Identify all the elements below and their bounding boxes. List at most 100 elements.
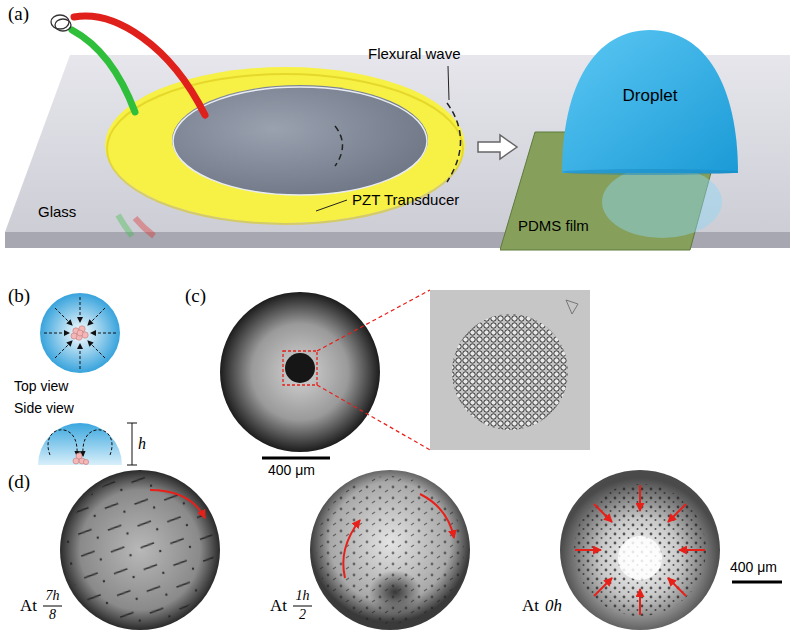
inflow-arrows: [594, 578, 612, 596]
droplet-image: [310, 470, 470, 630]
wire-coil: [51, 15, 69, 29]
wave-arc: [447, 103, 461, 182]
time-label: At: [522, 597, 539, 614]
wire-reflection: [118, 215, 154, 236]
height-bracket: [127, 423, 137, 424]
inflow-lines: [88, 341, 105, 358]
wire-coil: [55, 19, 71, 31]
zoom-inset: [430, 290, 590, 450]
inflow-arrows: [639, 589, 641, 615]
droplet-dome: [562, 30, 738, 173]
dimension-label: h: [138, 436, 146, 452]
part-label: Flexural wave: [368, 46, 461, 61]
particle-cluster: [83, 459, 88, 464]
height-bracket: [132, 423, 133, 465]
flow-arrow: [343, 520, 360, 578]
node-label: PDMS film: [518, 218, 589, 233]
disc-highlight: [173, 87, 427, 195]
particles: [570, 480, 710, 620]
inflow-arrows: [594, 504, 612, 522]
droplet-reflection: [602, 166, 722, 238]
fraction-denominator: 8: [49, 608, 56, 622]
wave-arc: [335, 126, 343, 166]
view-label: Top view: [14, 379, 68, 393]
height-bracket: [127, 423, 137, 465]
particle-cluster: [76, 453, 82, 459]
inflow-arrows: [679, 549, 705, 551]
node-label: Droplet: [623, 87, 678, 104]
vortex-loops: [48, 430, 77, 456]
particle-cluster: [285, 353, 315, 383]
particle-cluster: [73, 453, 89, 465]
panel-letter: (a): [8, 4, 29, 23]
leader-line: [316, 200, 347, 211]
droplet-base: [562, 169, 738, 175]
micrograph-d3: [560, 470, 782, 630]
micrograph-d2: [293, 470, 470, 630]
inflow-arrows: [575, 549, 601, 551]
green-wire: [72, 30, 135, 112]
flow-arrow: [420, 494, 454, 538]
droplet-image: [560, 470, 720, 630]
inflow-lines: [55, 308, 72, 325]
micrograph-d1: [43, 470, 220, 630]
pzt-transducer: [105, 67, 465, 224]
scale-label: 400 μm: [730, 560, 777, 574]
vortex-loops: [83, 430, 112, 456]
pzt-ring: [105, 67, 465, 223]
scale-label: 400 μm: [268, 463, 315, 477]
zoom-box: [283, 351, 317, 385]
debris: [566, 300, 578, 314]
inflow-lines: [44, 297, 116, 369]
panel-letter: (d): [8, 472, 30, 491]
red-wire: [74, 16, 205, 115]
fraction-denominator: 2: [299, 608, 306, 622]
ring-edge: [107, 74, 463, 224]
height-bracket: [127, 465, 137, 466]
particle-cluster: [369, 570, 421, 614]
particles: [310, 470, 470, 630]
leader-line: [448, 66, 449, 100]
particle-cluster: [71, 333, 77, 339]
red-reflection: [135, 218, 154, 236]
inflow-arrows: [668, 504, 686, 522]
bright-core: [618, 536, 662, 580]
inflow-arrows: [639, 485, 641, 511]
wires: [51, 15, 205, 115]
time-label: At: [20, 597, 37, 614]
fraction-numerator: 1h: [296, 589, 310, 603]
fraction-numerator: 7h: [46, 589, 60, 603]
panel-letter: (b): [8, 286, 30, 305]
inflow-lines: [80, 344, 81, 369]
inflow-lines: [80, 297, 81, 322]
panel-letter: (c): [185, 286, 206, 305]
flexural-wave: [316, 66, 461, 211]
zoom-line: [317, 385, 430, 450]
bead-cluster: [452, 314, 568, 430]
scale-bar: [732, 581, 782, 584]
view-label: Side view: [14, 401, 74, 415]
droplet-side: [38, 423, 122, 465]
particle-streaks: [60, 470, 220, 630]
droplet: Droplet: [560, 25, 740, 175]
scale-bar: [262, 457, 330, 460]
inflow-arrows: [575, 485, 705, 615]
particle-cluster: [71, 326, 88, 340]
droplet-top: [40, 293, 120, 373]
inflow-lines: [91, 333, 116, 334]
part-label: Glass: [38, 204, 76, 219]
inflow-lines: [88, 308, 105, 325]
green-reflection: [118, 215, 132, 236]
time-label: At: [270, 597, 287, 614]
droplet-image: [60, 470, 220, 630]
time-label: 0h: [545, 597, 562, 614]
part-label: PZT Transducer: [352, 192, 459, 207]
hollow-arrow: [478, 135, 517, 159]
vortex-loops: [48, 430, 112, 456]
micrograph-c: [220, 290, 590, 458]
fraction-bar: [293, 606, 312, 607]
fraction-bar: [43, 606, 62, 607]
inflow-lines: [44, 333, 69, 334]
top-view: [40, 293, 120, 373]
